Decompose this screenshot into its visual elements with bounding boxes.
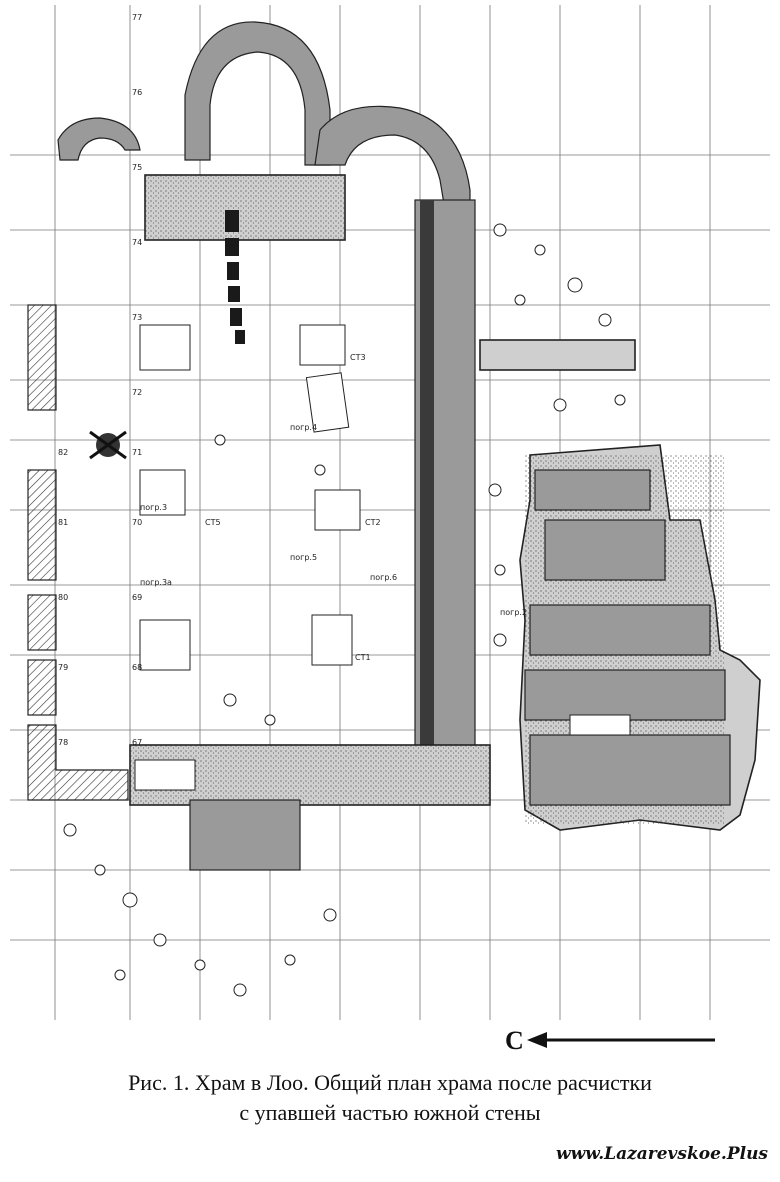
figure-caption-line-2: с упавшей частью южной стены [239,1100,541,1125]
row-label: 80 [58,593,68,602]
west-wall-hatched [27,304,129,801]
grid-labels: 77 76 75 74 73 72 71 70 69 68 67 82 81 8… [58,13,527,747]
room-label: погр.4 [290,423,317,432]
cross-ornament-icon [89,430,127,460]
fallen-south-wall [519,444,761,831]
apses [57,21,471,211]
col-label: 71 [132,448,142,457]
col-label: 67 [132,738,142,747]
room-label: СТ3 [350,353,366,362]
row-label: 81 [58,518,68,527]
room-label: погр.5 [290,553,317,562]
temple-plan-drawing: 77 76 75 74 73 72 71 70 69 68 67 82 81 8… [10,5,770,1020]
room-label: СТ5 [205,518,221,527]
dark-stone-row [225,210,245,344]
col-label: 74 [132,238,142,247]
room-label: погр.3 [140,503,167,512]
col-label: 68 [132,663,142,672]
north-label: С [505,1026,524,1055]
col-label: 69 [132,593,142,602]
watermark: www.Lazarevskoe.Plus [556,1144,768,1164]
col-label: 76 [132,88,142,97]
room-label: СТ1 [355,653,371,662]
room-label: СТ2 [365,518,381,527]
col-label: 70 [132,518,142,527]
rubble-scatter [63,223,626,997]
row-label: 82 [58,448,68,457]
col-label: 72 [132,388,142,397]
room-label: погр.3а [140,578,172,587]
north-arrow-icon [527,1032,715,1048]
room-label: погр.2 [500,608,527,617]
room-label: погр.6 [370,573,397,582]
figure-caption-line-1: Рис. 1. Храм в Лоо. Общий план храма пос… [128,1070,652,1095]
row-label: 79 [58,663,68,672]
row-label: 78 [58,738,68,747]
col-label: 73 [132,313,142,322]
col-label: 75 [132,163,142,172]
interior-stones [134,324,361,791]
col-label: 77 [132,13,142,22]
